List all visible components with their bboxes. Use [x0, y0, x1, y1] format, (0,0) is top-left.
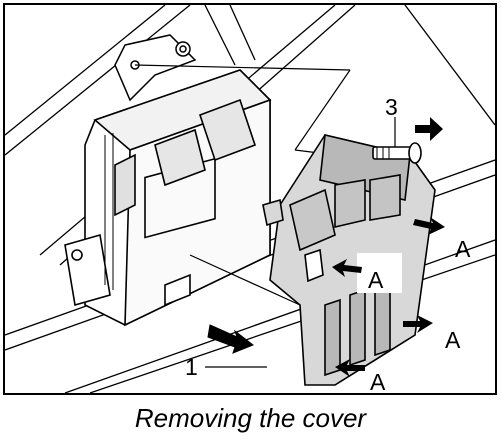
nut-icon	[175, 41, 191, 57]
cover-push-arrow-icon	[207, 324, 254, 354]
callout-part-3: 3	[385, 94, 398, 120]
mounting-bracket	[114, 34, 197, 102]
push-arrow-icon	[332, 217, 445, 377]
callout-clip-a-right-top: A	[455, 236, 471, 262]
control-unit	[64, 69, 272, 327]
figure-frame: 3 A A A A 1	[3, 3, 497, 395]
technical-drawing: 3 A A A A 1	[5, 5, 495, 393]
cover-part-1	[262, 134, 436, 386]
bolt-icon	[372, 142, 422, 164]
leader-lines	[134, 64, 396, 368]
pull-out-arrow-icon	[415, 117, 443, 141]
callout-clip-a-center: A	[368, 267, 384, 293]
callout-clip-a-right-bottom: A	[445, 327, 461, 353]
figure-caption: Removing the cover	[134, 403, 367, 433]
callout-part-1: 1	[185, 354, 198, 380]
label-box	[357, 253, 402, 293]
callout-clip-a-bottom: A	[370, 369, 386, 393]
